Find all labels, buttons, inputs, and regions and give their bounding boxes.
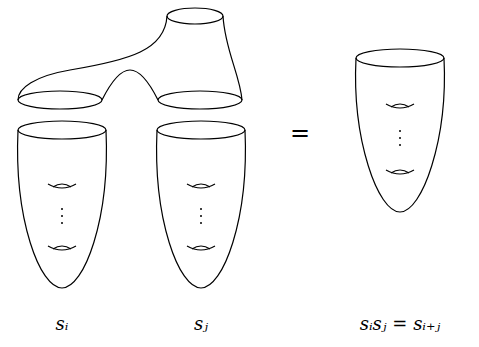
equals-sign: = (290, 119, 310, 148)
surface-right (157, 121, 246, 288)
surface-result (356, 49, 445, 212)
product-formula: sᵢsⱼ = sᵢ₊ⱼ (360, 313, 441, 335)
pants-cobordism (18, 8, 242, 109)
surface-label: sᵢ (56, 313, 69, 335)
surface-label: sⱼ (194, 313, 208, 335)
surface-left (18, 121, 107, 288)
